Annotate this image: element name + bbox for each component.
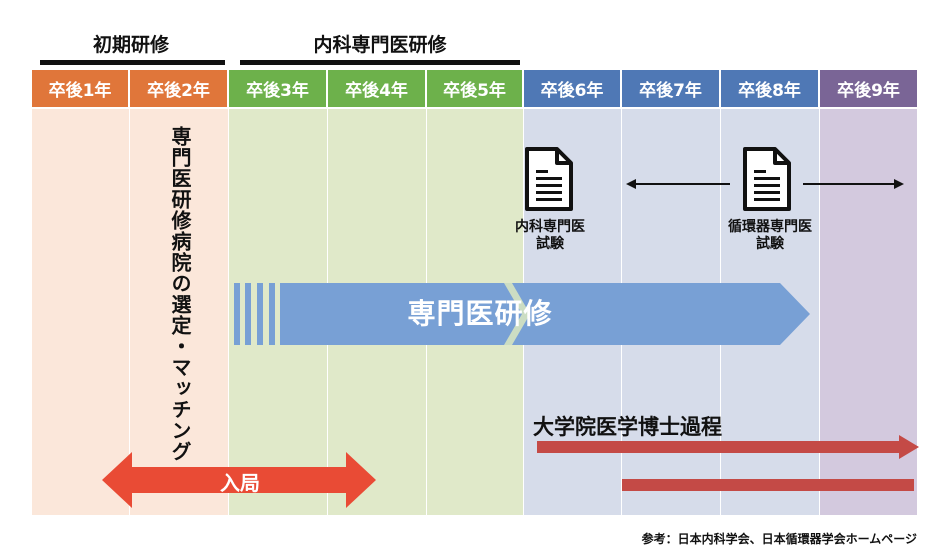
year-header-8: 卒後8年 bbox=[721, 70, 818, 107]
year-header-7: 卒後7年 bbox=[622, 70, 719, 107]
phase-label-initial: 初期研修 bbox=[92, 34, 169, 56]
phase-bar-internal bbox=[240, 60, 520, 65]
year-header-2: 卒後2年 bbox=[130, 70, 227, 107]
phd-arrow bbox=[537, 435, 919, 459]
year-header-4: 卒後4年 bbox=[328, 70, 425, 107]
nyukyoku-label: 入局 bbox=[220, 471, 260, 495]
document-icon bbox=[743, 147, 791, 211]
document-icon bbox=[525, 147, 573, 211]
phase-label-internal: 内科専門医研修 bbox=[313, 34, 447, 56]
column-divider bbox=[129, 109, 130, 515]
phase-bar-initial bbox=[40, 60, 225, 65]
phd-bar bbox=[622, 479, 914, 491]
phd-label: 大学院医学博士過程 bbox=[533, 415, 722, 439]
training-label: 専門医研修 bbox=[407, 297, 553, 330]
year-header-6: 卒後6年 bbox=[524, 70, 620, 107]
year-header-3: 卒後3年 bbox=[229, 70, 326, 107]
exam-label-internal: 内科専門医 試験 bbox=[515, 219, 585, 252]
year-header-5: 卒後5年 bbox=[427, 70, 522, 107]
year-header-9: 卒後9年 bbox=[820, 70, 917, 107]
reference-note: 参考：日本内科学会、日本循環器学会ホームページ bbox=[641, 532, 917, 546]
exam-label-cardio: 循環器専門医 試験 bbox=[728, 219, 812, 252]
exam-range-arrows bbox=[626, 179, 904, 189]
training-arrow bbox=[234, 283, 810, 345]
year-header-1: 卒後1年 bbox=[32, 70, 128, 107]
nyukyoku-arrow bbox=[102, 452, 376, 508]
column-bg-initial bbox=[32, 109, 228, 515]
matching-vertical-text: 専門医研修病院の選定・マッチング bbox=[168, 126, 192, 462]
